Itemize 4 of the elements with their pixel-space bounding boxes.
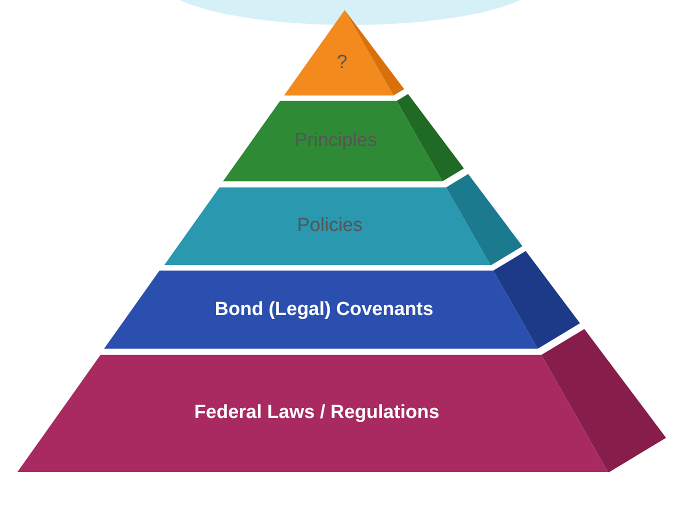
layer-label: ? [336,52,348,74]
layer-label: Policies [297,215,363,238]
layer-label: Federal Laws / Regulations [194,402,440,424]
layer-label: Bond (Legal) Covenants [214,298,434,321]
